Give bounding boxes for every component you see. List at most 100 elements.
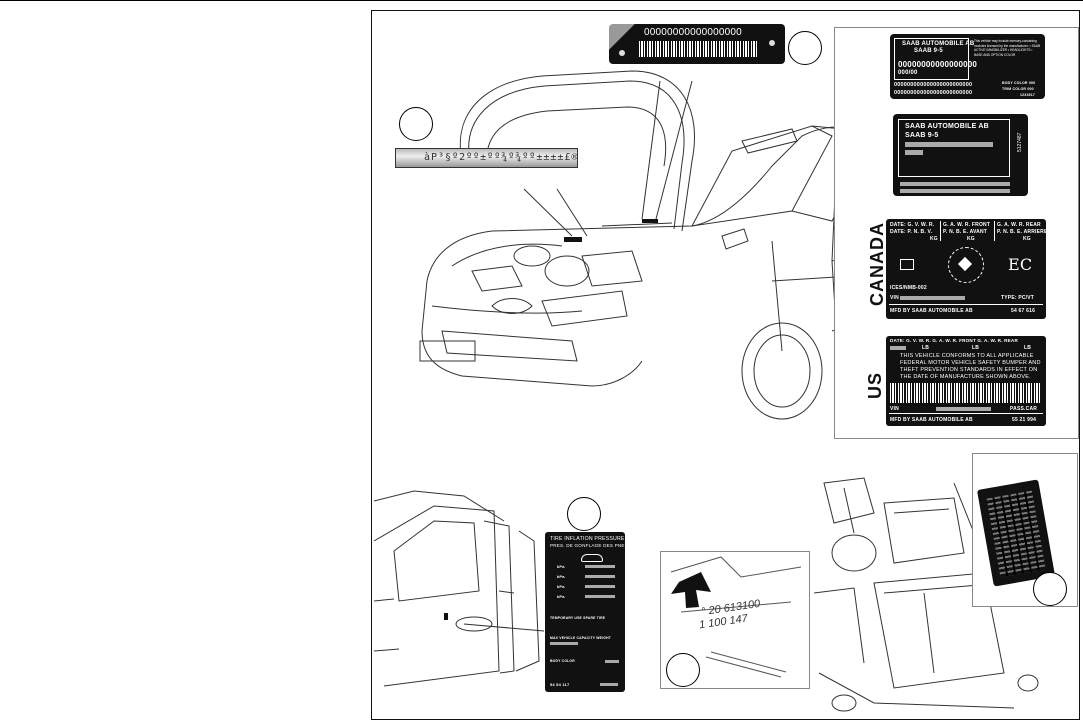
us-unit-1: LB: [922, 345, 930, 351]
saab-plate-small-inner: [894, 38, 969, 80]
canada-mfd-no: 54 67 616: [1011, 308, 1036, 314]
engraved-plate: àP³§º2ºº±ºº¾º¾ºº±±±±£®: [395, 148, 578, 168]
saab-plate-small-part-no: 1234517: [1020, 93, 1036, 97]
callout-circle-2: [788, 31, 822, 65]
tire-row-bar-4: [585, 595, 615, 598]
fuse-label-plate: [976, 479, 1056, 587]
tire-max-load: MAX VEHICLE CAPACITY WEIGHT: [550, 636, 612, 640]
saab-plate-medium-bar2: [905, 150, 923, 155]
tire-title-1: TIRE INFLATION PRESSURE: [550, 536, 625, 542]
tire-part-no: 54 54 117: [550, 682, 570, 687]
canada-ices: ICES/NMB-002: [890, 285, 927, 291]
saab-plate-medium-inner: [898, 119, 1010, 177]
canada-divider-2: [994, 221, 995, 241]
us-statement-1: THIS VEHICLE CONFORMS TO ALL APPLICABLE: [900, 353, 1034, 359]
canada-col3-l1: G. A. W. R. REAR: [997, 222, 1041, 228]
saab-plate-small-body-color: BODY COLOR 000: [1002, 81, 1036, 85]
saab-plate-small: SAAB AUTOMOBILE AB SAAB 9-5 000000000000…: [890, 34, 1045, 99]
vin-tag: 00000000000000000: [609, 24, 785, 64]
tire-row-3: kPa: [557, 584, 565, 589]
canada-col2-l1: G. A. W. R. FRONT: [943, 222, 991, 228]
fuse-label-grid: [986, 490, 1046, 578]
illustration-frame: àP³§º2ºº±ºº¾º¾ºº±±±±£® 00000000000000000…: [371, 10, 1080, 720]
canada-book-icon: [900, 259, 914, 270]
saab-plate-small-bottom1: 000000000000000000000000: [894, 82, 973, 88]
tire-row-2: kPa: [557, 574, 565, 579]
canada-col2-unit: KG: [967, 236, 975, 242]
saab-plate-medium-bar1: [905, 142, 993, 147]
tire-body-color: BODY COLOR: [550, 659, 575, 663]
canada-vin-label: VIN: [890, 295, 899, 301]
canada-type-label: TYPE: PC/VT: [1001, 295, 1035, 301]
us-unit-3: LB: [1024, 345, 1032, 351]
saab-plate-medium-line1: SAAB AUTOMOBILE AB: [905, 123, 989, 130]
us-statement-2: FEDERAL MOTOR VEHICLE SAFETY BUMPER AND: [900, 360, 1041, 366]
callout-circle-6: [1033, 572, 1067, 606]
canada-side-word: CANADA: [867, 222, 887, 306]
tire-row-bar-1: [585, 565, 615, 568]
canada-col3-unit: KG: [1023, 236, 1031, 242]
tire-row-bar-3: [585, 585, 615, 588]
us-bar-1: [890, 346, 906, 350]
us-mfd: MFD BY SAAB AUTOMOBILE AB: [890, 417, 973, 423]
us-pass-car: PASS.CAR: [1010, 406, 1038, 412]
saab-plate-small-number: 00000000000000000: [898, 60, 978, 69]
us-header: DATE: G. V. W. R. G. A. W. R. FRONT G. A…: [890, 338, 1018, 343]
canada-vin-bar: [900, 296, 965, 300]
canada-divider-1: [940, 221, 941, 241]
saab-plate-small-trim-color: TRIM COLOR 000: [1002, 87, 1034, 91]
vin-tag-barcode: [639, 41, 757, 57]
us-statement-3: THEFT PREVENTION STANDARDS IN EFFECT ON: [900, 367, 1038, 373]
canada-col2-l2: P. N. B. E. AVANT: [943, 229, 988, 235]
vin-tag-hole-left: [619, 50, 625, 56]
door-illustration: [373, 490, 545, 687]
callout-circle-1: [399, 107, 433, 141]
saab-plate-medium-bar4: [900, 189, 1010, 193]
tire-row-1: kPa: [557, 564, 565, 569]
tire-title-2: PRES. DE GONFLAGE DES PNEUS: [550, 543, 632, 548]
us-rule: [889, 413, 1043, 414]
saab-plate-small-bottom2: 000000000000000000000000: [894, 90, 973, 96]
tire-part-no-bar: [600, 683, 618, 686]
tire-row-bar-2: [585, 575, 615, 578]
callout-circle-4: [567, 497, 601, 531]
canada-seal-icon: [948, 247, 984, 283]
canada-ec-mark: EC: [1008, 255, 1033, 274]
canada-label: DATE: G. V. W. R. DATE: P. N. B. V. KG G…: [886, 219, 1048, 319]
callout-circle-5: [666, 653, 700, 687]
vin-tag-code: 00000000000000000: [644, 27, 742, 38]
engine-bay-illustration: [813, 477, 1039, 712]
tire-label: TIRE INFLATION PRESSURE PRES. DE GONFLAG…: [545, 532, 631, 692]
canada-mfd: MFD BY SAAB AUTOMOBILE AB: [890, 308, 973, 314]
us-barcode: [890, 383, 1042, 403]
tire-temp-text: TEMPORARY USE SPARE TIRE: [550, 616, 606, 620]
us-vin-bar: [936, 407, 991, 411]
tire-car-icon: [581, 554, 603, 562]
us-mfd-no: 55 21 994: [1012, 417, 1037, 423]
tire-max-load-bar: [550, 642, 578, 645]
canada-rule: [889, 304, 1043, 305]
saab-plate-medium-line2: SAAB 9-5: [905, 132, 939, 139]
us-label: DATE: G. V. W. R. G. A. W. R. FRONT G. A…: [886, 336, 1046, 426]
canada-col3-l2: P. N. B. E. ARRIERE: [997, 229, 1048, 235]
canada-col1-l2: DATE: P. N. B. V.: [890, 229, 933, 235]
vin-tag-hole-right: [769, 40, 775, 46]
us-vin-label: VIN: [890, 406, 899, 412]
tire-body-color-bar: [605, 660, 619, 663]
saab-plate-medium-side-number: 5127487: [1017, 132, 1023, 152]
saab-plate-medium-bar3: [900, 182, 1010, 186]
saab-plate-small-line2: SAAB 9-5: [914, 48, 943, 54]
saab-plate-small-subnumber: 000/00: [898, 70, 918, 76]
tire-row-4: kPa: [557, 594, 565, 599]
header-rule: [0, 0, 1083, 1]
us-statement-4: THE DATE OF MANUFACTURE SHOWN ABOVE.: [900, 374, 1031, 380]
saab-plate-medium: SAAB AUTOMOBILE AB SAAB 9-5 5127487: [893, 114, 1028, 196]
canada-col1-unit: KG: [930, 236, 938, 242]
us-side-word: US: [865, 371, 885, 399]
saab-plate-small-right-text: This vehicle may include memory-containi…: [974, 39, 1041, 57]
engraved-plate-code: àP³§º2ºº±ºº¾º¾ºº±±±±£®: [424, 152, 579, 163]
engine-number-drawing: [670, 556, 802, 678]
us-unit-2: LB: [972, 345, 980, 351]
saab-plate-small-line1: SAAB AUTOMOBILE AB: [902, 41, 975, 47]
canada-col1-l1: DATE: G. V. W. R.: [890, 222, 935, 228]
